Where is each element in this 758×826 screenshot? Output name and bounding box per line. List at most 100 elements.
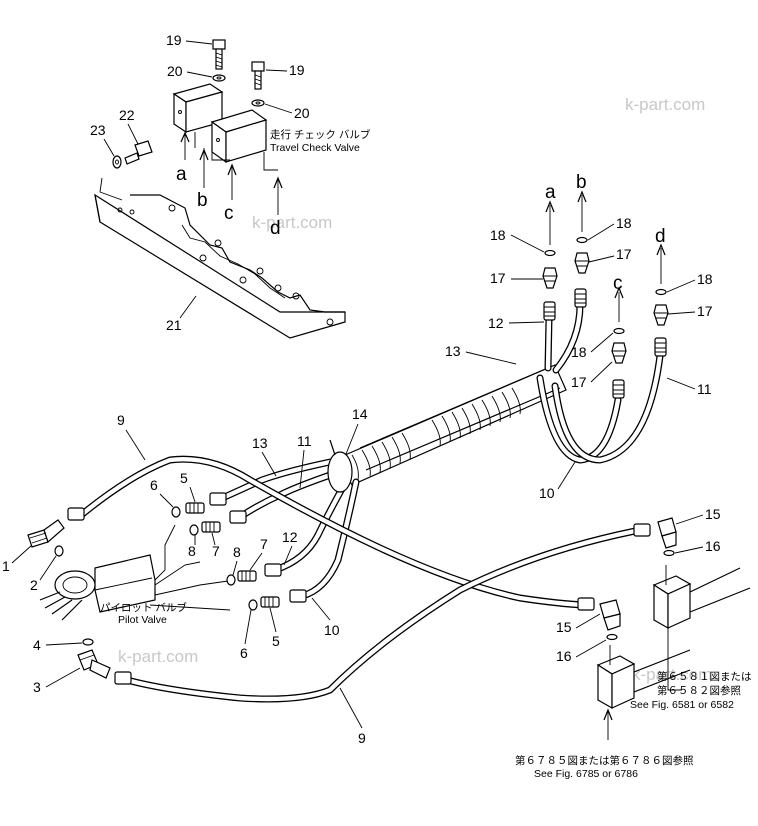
hose-10-right xyxy=(536,374,622,464)
o-ring-2 xyxy=(54,545,64,557)
port-letter-d-top: d xyxy=(655,226,666,247)
hose-13-right xyxy=(552,301,584,374)
reference-right-jp-2: 第６５８２図参照 xyxy=(657,684,741,697)
hose-13-left xyxy=(214,456,344,504)
callout-7-upper: 7 xyxy=(212,543,220,559)
travel-check-valve-bracket xyxy=(94,177,346,339)
callout-20-right: 20 xyxy=(294,105,310,121)
callout-11-right: 11 xyxy=(697,381,712,397)
reference-right-en: See Fig. 6581 or 6582 xyxy=(630,699,734,711)
reference-right-jp-1: 第６５８１図または xyxy=(657,670,752,683)
callout-21: 21 xyxy=(166,317,182,333)
o-ring-16-bottom xyxy=(606,633,618,641)
callout-19-left: 19 xyxy=(166,32,182,48)
bolt-19-right xyxy=(251,61,265,90)
washer-23 xyxy=(112,155,122,169)
travel-check-valve-label-jp: 走行 チェック バルブ xyxy=(270,128,371,141)
travel-check-valve-label-en: Travel Check Valve xyxy=(270,142,360,154)
port-letter-d-valve: d xyxy=(270,218,281,239)
reference-bottom-en: See Fig. 6785 or 6786 xyxy=(534,768,638,780)
o-ring-4 xyxy=(82,638,94,646)
callout-11-left: 11 xyxy=(297,433,312,449)
watermark-center: k-part.com xyxy=(252,213,332,232)
hose-12-left xyxy=(271,474,352,574)
callout-4: 4 xyxy=(33,637,41,653)
hose-9-upper xyxy=(76,455,589,609)
callout-20-left: 20 xyxy=(167,63,183,79)
bolt-22 xyxy=(124,140,153,165)
hose-end-fittings-left xyxy=(67,492,651,685)
callout-10-right: 10 xyxy=(539,485,555,501)
callout-2: 2 xyxy=(30,577,38,593)
callout-14: 14 xyxy=(352,406,368,422)
callout-6-upper: 6 xyxy=(150,477,158,493)
watermark-bottom-right: k-part.com xyxy=(632,665,712,684)
valve-block-bottom xyxy=(596,645,691,740)
hose-10-left xyxy=(298,478,360,600)
callout-18-d: 18 xyxy=(571,344,587,360)
port-letter-c-top: c xyxy=(613,273,623,294)
watermark-top-right: k-part.com xyxy=(625,95,705,114)
callout-23: 23 xyxy=(90,122,106,138)
callout-18-a: 18 xyxy=(490,227,506,243)
elbow-fitting-15-right xyxy=(657,517,677,549)
bolt-19-left xyxy=(212,39,226,70)
callout-19-right: 19 xyxy=(289,62,305,78)
callout-17-a: 17 xyxy=(490,270,506,286)
callout-1: 1 xyxy=(2,558,10,574)
port-letter-b-valve: b xyxy=(197,190,208,211)
o-ring-16-right xyxy=(663,549,675,557)
callout-13-right: 13 xyxy=(445,343,461,359)
valve-port-arrows xyxy=(180,131,283,215)
callout-15-bottom: 15 xyxy=(556,619,572,635)
port-letter-a-valve: a xyxy=(176,164,187,185)
callout-8-upper: 8 xyxy=(188,543,196,559)
elbow-fitting-15-bottom xyxy=(599,599,621,631)
port-letter-a-top: a xyxy=(545,182,556,203)
top-port-arrows xyxy=(545,190,666,322)
port-letter-b-top: b xyxy=(576,172,587,193)
callout-16-right: 16 xyxy=(705,538,721,554)
o-rings-18 xyxy=(544,236,667,335)
valve-block-right xyxy=(652,565,751,630)
callout-9-bottom: 9 xyxy=(358,730,366,746)
port-letter-c-valve: c xyxy=(224,203,234,224)
callout-16-bottom: 16 xyxy=(556,648,572,664)
callout-13-left: 13 xyxy=(252,435,268,451)
hose-9-lower xyxy=(116,526,644,703)
callout-12-left: 12 xyxy=(282,529,298,545)
callout-9-left: 9 xyxy=(117,412,125,428)
callout-12-right: 12 xyxy=(488,315,504,331)
callout-6-lower: 6 xyxy=(240,645,248,661)
callout-17-d: 17 xyxy=(571,374,587,390)
reference-bottom-jp: 第６７８５図または第６７８６図参照 xyxy=(515,754,694,767)
hose-bundle xyxy=(337,364,567,486)
callout-17-c: 17 xyxy=(697,303,713,319)
hose-end-fittings-right xyxy=(543,288,667,399)
pilot-fittings-5-8 xyxy=(171,502,280,611)
callout-17-b: 17 xyxy=(616,246,632,262)
pilot-valve-label-en: Pilot Valve xyxy=(118,614,167,626)
callout-10-left: 10 xyxy=(324,622,340,638)
callout-18-c: 18 xyxy=(697,271,713,287)
callout-5-upper: 5 xyxy=(180,470,188,486)
elbow-fittings-17 xyxy=(542,252,669,364)
watermark-bottom-left: k-part.com xyxy=(118,647,198,666)
washer-20-right xyxy=(251,99,265,107)
washer-20-left xyxy=(212,74,226,82)
pilot-valve xyxy=(39,524,236,621)
callout-22: 22 xyxy=(119,107,135,123)
hose-11-right xyxy=(551,352,664,464)
hose-clamp-14 xyxy=(327,439,353,493)
elbow-fitting-1 xyxy=(27,519,65,548)
pilot-valve-label-jp: パイロット バルブ xyxy=(100,601,187,614)
travel-check-valve-right xyxy=(210,109,268,164)
callout-7-lower: 7 xyxy=(260,536,268,552)
callout-5-lower: 5 xyxy=(272,633,280,649)
elbow-fitting-3 xyxy=(77,649,111,679)
hose-12-right xyxy=(544,314,553,372)
callout-18-b: 18 xyxy=(616,215,632,231)
callout-15-right: 15 xyxy=(705,506,721,522)
callout-8-lower: 8 xyxy=(233,544,241,560)
